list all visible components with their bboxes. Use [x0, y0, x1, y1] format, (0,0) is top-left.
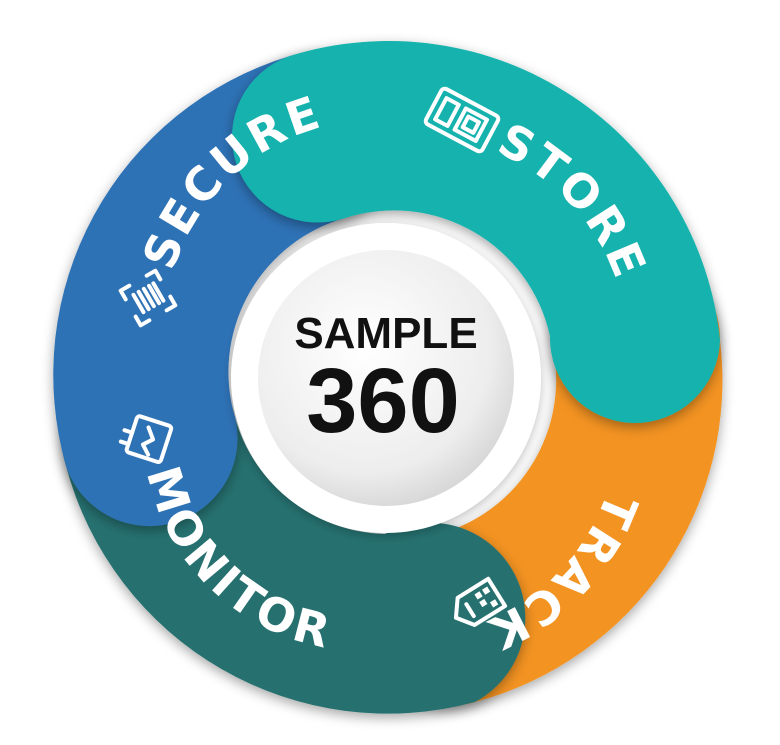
center-disc: [258, 250, 514, 506]
tracking-tag-icon: [453, 576, 508, 627]
center-hub: SAMPLE 360: [231, 223, 541, 533]
storage-device-icon: [423, 86, 501, 154]
segment-store-shape: [231, 41, 721, 424]
center-number: 360: [306, 350, 460, 452]
segment-store: [231, 41, 721, 424]
barcode-scan-icon: [118, 268, 178, 328]
monitor-device-icon: [118, 414, 174, 464]
center-title: SAMPLE: [294, 309, 477, 358]
